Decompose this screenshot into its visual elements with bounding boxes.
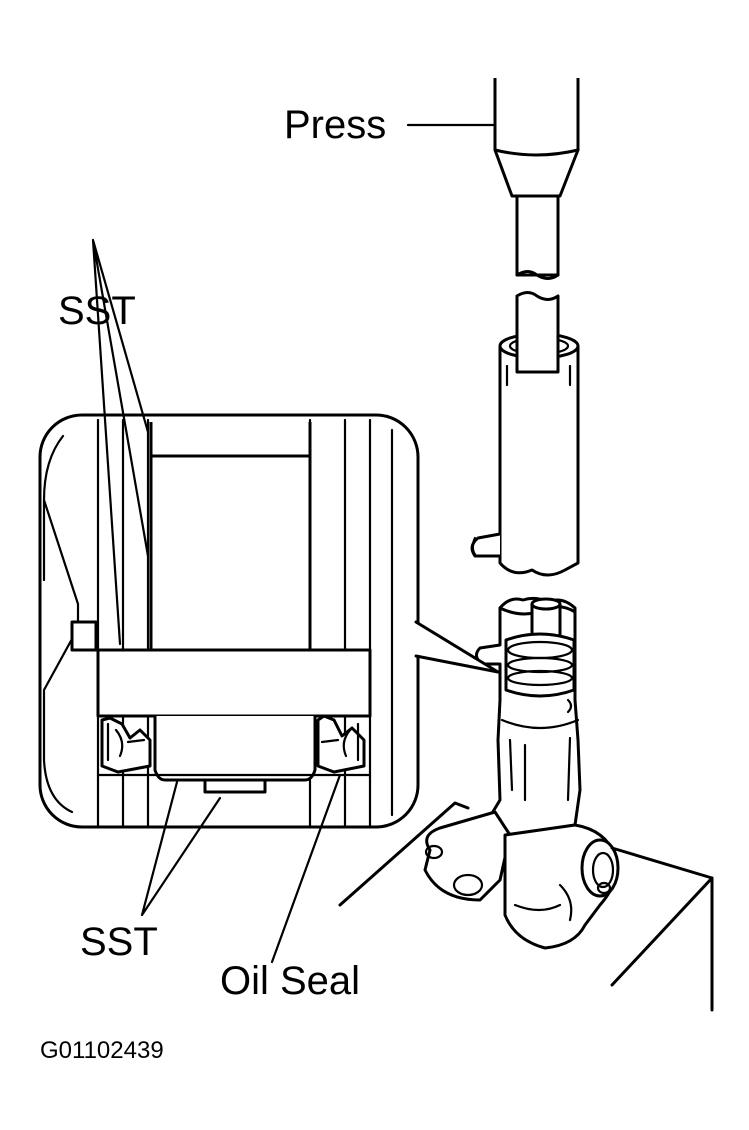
sst-label-top: SST <box>58 289 136 333</box>
sst-tube-upper <box>470 291 580 577</box>
leader-lines <box>91 123 495 964</box>
steering-gear-housing <box>423 596 620 950</box>
press-label: Press <box>284 103 386 147</box>
oil-seal-left <box>100 716 152 774</box>
oil-seal-label: Oil Seal <box>220 959 360 1003</box>
figure-id-label: G01102439 <box>40 1037 164 1064</box>
oil-seal-right <box>316 714 366 774</box>
sst-label-bottom: SST <box>80 920 158 964</box>
support-block <box>338 801 714 1012</box>
detail-callout <box>38 413 500 829</box>
press-ram <box>493 78 580 280</box>
